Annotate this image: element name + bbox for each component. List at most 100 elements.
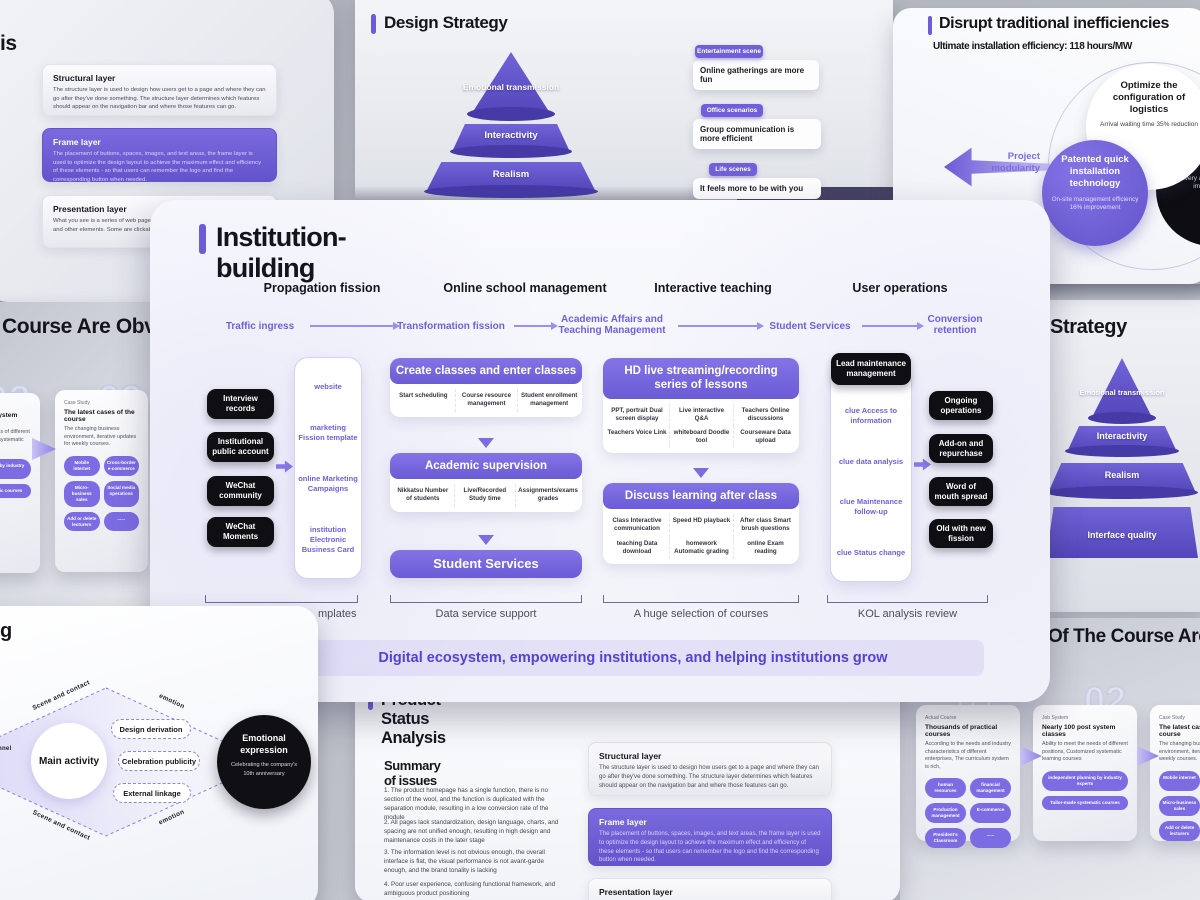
course-pill: Social media operations [103, 480, 139, 507]
course-right-title-fragment: Of The Course Are Obvious [1048, 626, 1200, 647]
column-header: Propagation fission [263, 281, 381, 295]
disrupt-arrow-label: Project modularity [991, 151, 1040, 175]
scene-tag: Office scenarios [701, 104, 763, 117]
flow-step: Conversion retention [927, 314, 983, 336]
institution-banner: Digital ecosystem, empowering institutio… [282, 640, 984, 676]
strategy-right-title-fragment: Strategy [1050, 316, 1127, 338]
section-discuss-learning: Discuss learning after class Class Inter… [603, 483, 799, 564]
section-student-services: Student Services [390, 550, 582, 579]
pyramid-tier-label: Interactivity [484, 130, 538, 141]
disrupt-title: Disrupt traditional inefficiencies [939, 15, 1170, 32]
black-pill: Add-on and repurchase [929, 434, 993, 463]
course-card-03: Case Study The latest cases of the cours… [55, 390, 148, 572]
pyramid-tier-label: Interface quality [1087, 530, 1157, 540]
course-pill: independent planning by industry experts [0, 458, 31, 479]
scene-tag: Life scenes [709, 163, 757, 176]
course-pill: ...... [103, 511, 139, 532]
clue-list-card: clue Access to information clue data ana… [830, 370, 912, 582]
column-bracket [603, 595, 799, 603]
scene-card: It feels more to be with you [693, 178, 821, 199]
column-bracket [827, 595, 988, 603]
design-strategy-title: Design Strategy [384, 13, 508, 32]
frame-layer-body: The placement of buttons, spaces, images… [53, 151, 262, 183]
pyramid-tier-label: Realism [1104, 470, 1140, 480]
pyramid-tier-label: Interactivity [1096, 431, 1148, 441]
course-card-03: Case Study The latest cases of the cours… [1150, 705, 1200, 841]
pyramid-tier3-base [1046, 486, 1198, 499]
circle-white: Optimize the configuration of logistics … [1086, 64, 1200, 190]
column-caption: A huge selection of courses [633, 608, 769, 620]
column-header: User operations [852, 281, 948, 295]
pyramid-tier2-base [1065, 445, 1179, 457]
flow-arrow-icon [862, 322, 924, 330]
black-pill: WeChat community [207, 476, 274, 506]
main-activity-title-fragment: g [0, 620, 12, 642]
course-pill: Add or delete lecturers [1159, 820, 1200, 841]
course-pill: E-commerce [970, 803, 1011, 824]
pyramid-tier-label: Emotional transmission [1079, 388, 1165, 397]
column-bracket [390, 595, 582, 603]
top-left-title-fragment: is [0, 32, 17, 55]
black-pill: Ongoing operations [929, 391, 993, 420]
frame-layer-title: Frame layer [53, 137, 101, 147]
course-card-02-partial: Job System Nearly 100 post system classe… [0, 393, 40, 573]
caption-fragment: mplates [318, 608, 357, 620]
issue-item: 3. The information level is not obvious … [384, 849, 545, 875]
course-pill: Micro-business sales [64, 480, 100, 507]
flow-step: Academic Affairs and Teaching Management [558, 314, 666, 336]
right-gap-strip [1050, 284, 1200, 301]
pyramid-tier4 [1046, 507, 1198, 558]
issue-item: 2. All pages lack standardization, desig… [384, 819, 559, 845]
black-pill: Institutional public account [207, 432, 274, 462]
pyramid-tier-label: Emotional transmission [462, 82, 560, 92]
flow-arrow-icon [310, 322, 400, 330]
column-caption: KOL analysis review [857, 608, 958, 620]
course-pill: Mobile internet [1159, 770, 1200, 791]
course-pill: Micro-business sales [1159, 795, 1200, 816]
arrow-down-icon [478, 535, 494, 545]
column-caption: Data service support [435, 608, 537, 620]
activity-pill: External linkage [113, 783, 191, 803]
column-header: Online school management [443, 281, 607, 295]
issue-item: 1. The product homepage has a single fun… [384, 787, 549, 822]
course-pill: independent planning by industry experts [1042, 770, 1128, 791]
column-header: Interactive teaching [654, 281, 772, 295]
structural-layer-title: Structural layer [53, 73, 116, 83]
slide-main-activity: g Main activity Design derivation Celebr… [0, 606, 318, 900]
section-hd-live: HD live streaming/recording series of le… [603, 358, 799, 453]
structural-layer-card: Structural layer The structure layer is … [588, 742, 832, 796]
course-pill: Cross-border e-commerce [103, 455, 139, 476]
flow-step: Transformation fission [397, 321, 505, 332]
black-pill: Word of mouth spread [929, 477, 993, 506]
course-pill: Mobile internet [64, 455, 100, 476]
course-pill: Tailor-made systematic courses [1042, 795, 1128, 810]
institution-title-bar [199, 224, 206, 254]
flow-step: Student Services [769, 321, 851, 332]
column-bracket [205, 595, 358, 603]
pyramid-tier2-base [450, 145, 572, 158]
course-pill: Tailor-made systematic courses [0, 483, 31, 498]
black-pill: Old with new fission [929, 519, 993, 548]
pyramid-tier3-base [424, 185, 598, 198]
presentation-layer-card: Presentation layer What you see is a ser… [588, 878, 832, 900]
issue-item: 4. Poor user experience, confusing funct… [384, 881, 556, 898]
black-pill: Interview records [207, 389, 274, 419]
course-left-title-fragment: Course Are Obvious [2, 315, 198, 338]
institution-title: Institution-building [216, 222, 347, 283]
pyramid-tier-label: Realism [492, 169, 530, 180]
course-card-02: Job System Nearly 100 post system classe… [1033, 705, 1137, 841]
summary-title: Summary of issues [384, 758, 441, 788]
pyramid-cone-base [467, 107, 555, 121]
activity-pill: Design derivation [111, 719, 191, 739]
flow-step: Traffic ingress [225, 321, 295, 332]
scene-card: Online gatherings are more fun [693, 60, 819, 90]
flow-arrow-icon [514, 322, 558, 330]
course-pill: ...... [970, 828, 1011, 849]
frame-layer-card: Frame layer The placement of buttons, sp… [588, 808, 832, 866]
course-pill: human resources [925, 778, 966, 799]
structural-layer-card: Structural layer The structure layer is … [42, 64, 277, 116]
activity-pill: Celebration publicity [118, 751, 200, 771]
scene-card: Group communication is more efficient [693, 119, 821, 149]
